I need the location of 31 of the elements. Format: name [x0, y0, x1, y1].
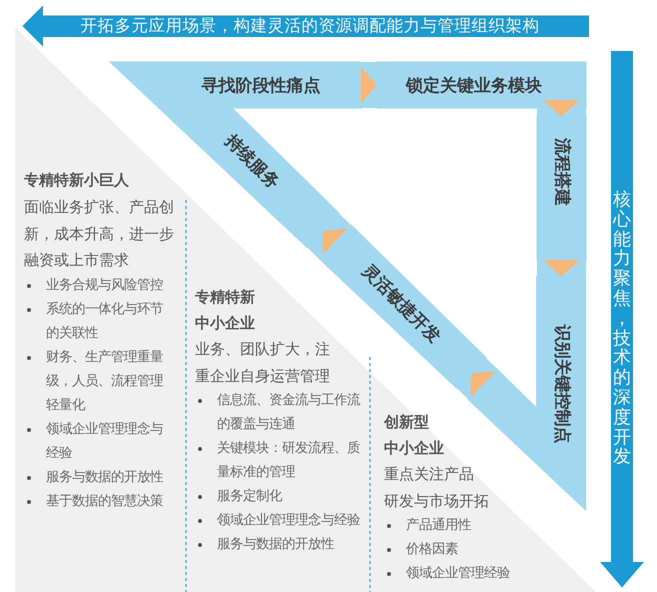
list-item: 领域企业管理经验: [406, 564, 511, 583]
step-label: 流程搭建: [552, 138, 572, 206]
step-label: 灵活敏捷开发: [358, 260, 444, 348]
list-item: 关键模块：研发流程、质量标准的管理: [217, 440, 361, 482]
list-item: 业务合规与风险管控: [46, 276, 164, 294]
step-label: 锁定关键业务模块: [406, 76, 542, 96]
column-heading: 专精特新中小企业: [195, 287, 256, 334]
list-item: 服务定制化: [217, 488, 284, 506]
list-item: 系统的一体化与环节的关联性: [46, 300, 164, 342]
column-heading: 创新型中小企业: [384, 412, 445, 459]
chevron-arrow: [456, 358, 498, 400]
list-item: 基于数据的智慧决策: [46, 492, 164, 510]
chevron-arrow: [537, 260, 586, 276]
description-text: 业务、团队扩大，注重企业自身运营管理: [195, 339, 331, 386]
step-label: 持续服务: [220, 130, 284, 194]
list-item: 领域企业管理理念与经验: [46, 420, 164, 462]
step-label: 识别关键控制点: [552, 324, 572, 444]
list-item: 服务与数据的开放性: [46, 468, 164, 486]
list-item: 财务、生产管理重量级，人员、流程管理轻量化: [46, 348, 164, 414]
chevron-arrow: [537, 100, 586, 116]
step-label: 寻找阶段性痛点: [202, 76, 320, 96]
chevron-arrow: [307, 214, 351, 259]
list-item: 服务与数据的开放性: [217, 536, 335, 554]
description-text: 重点关注产品研发与市场开拓: [384, 464, 490, 512]
list-item: 价格因素: [406, 540, 459, 559]
description-text: 面临业务扩张、产品创新，成本升高，进一步融资或上市需求: [24, 197, 175, 271]
list-item: 领域企业管理理念与经验: [217, 512, 361, 530]
list-item: 产品通用性: [406, 516, 472, 535]
column-heading: 专精特新小巨人: [24, 170, 130, 191]
chevron-arrow: [361, 62, 377, 108]
list-item: 信息流、资金流与工作流的覆盖与连通: [217, 392, 362, 434]
